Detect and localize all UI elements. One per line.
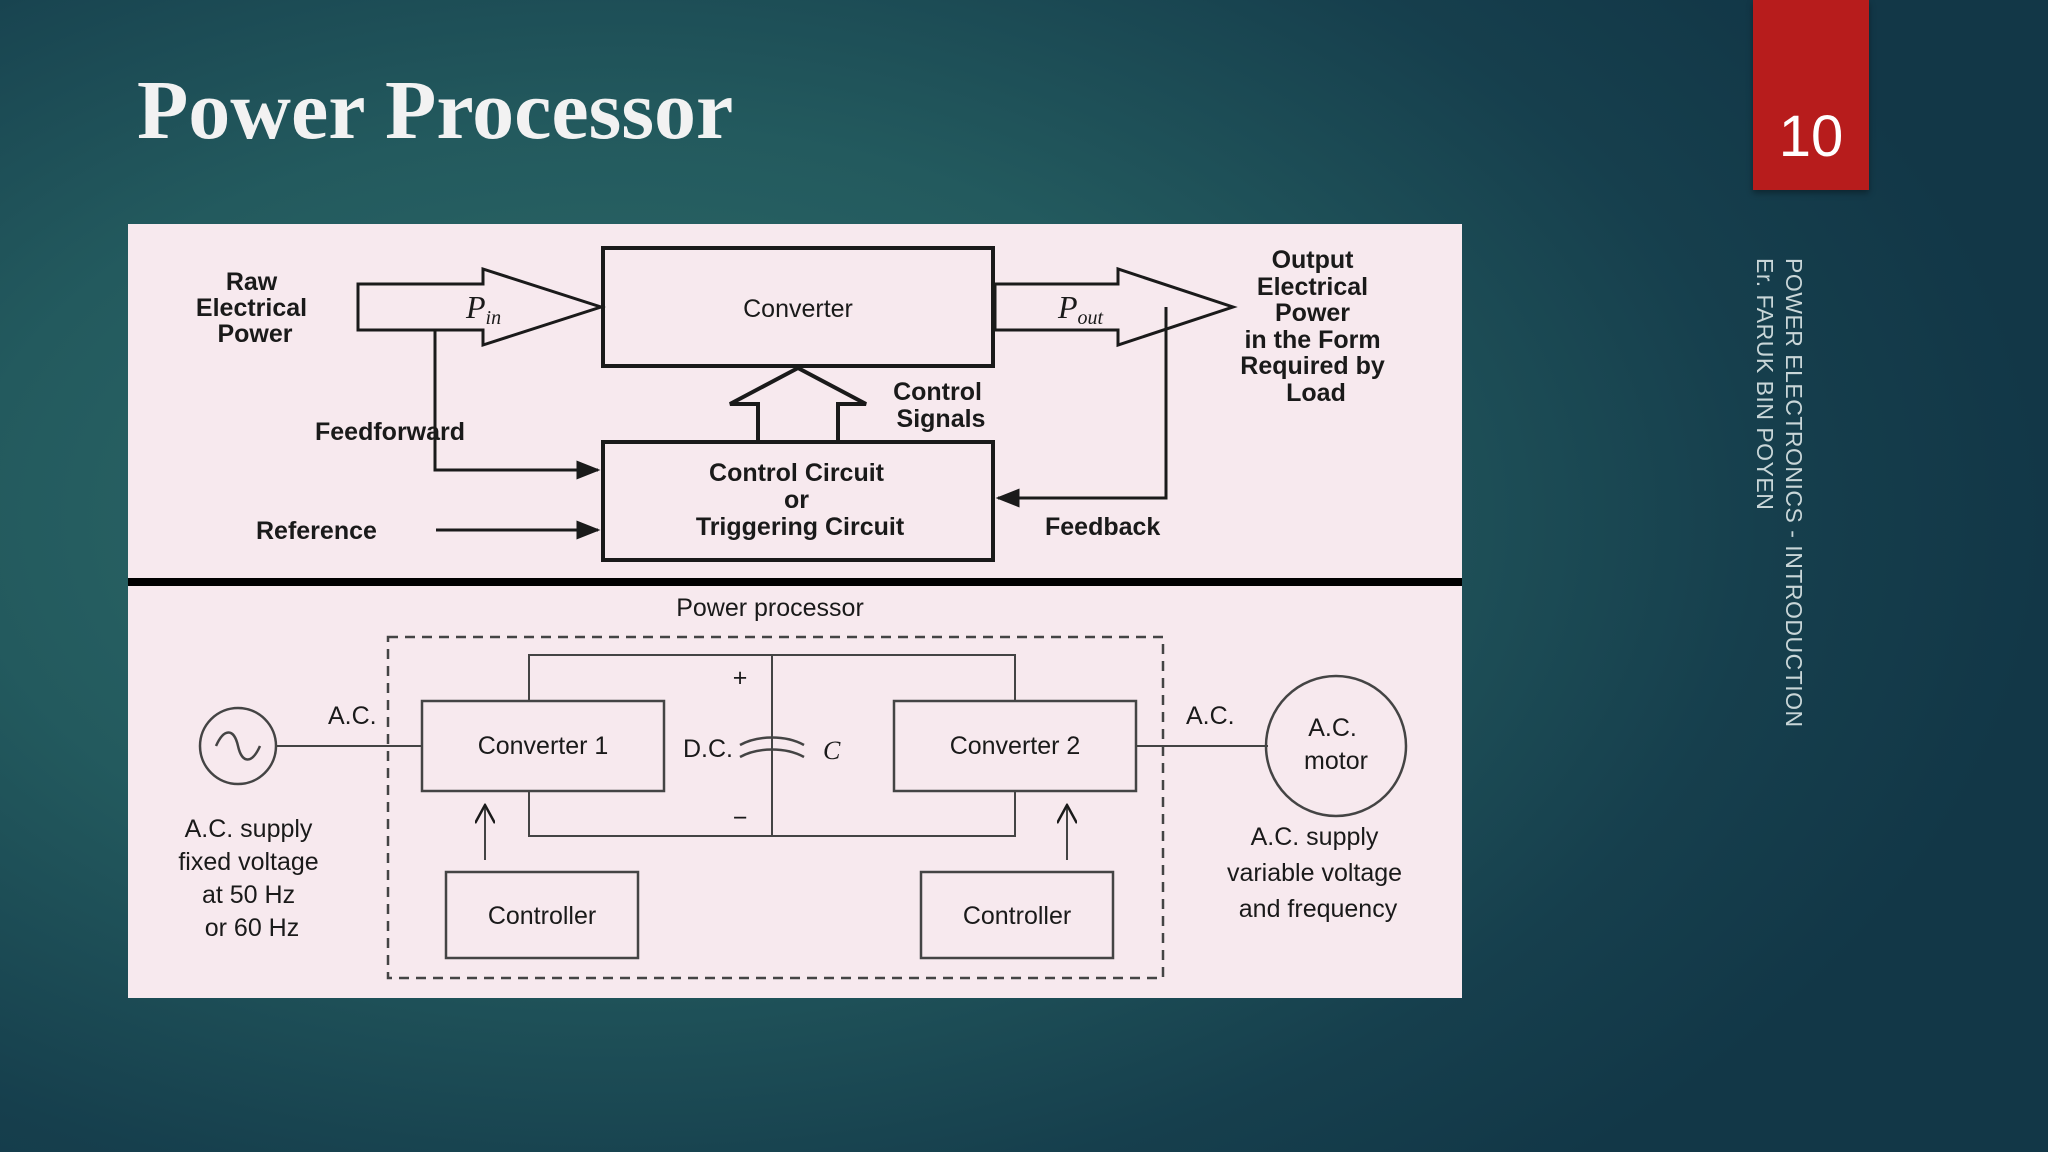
feedforward-label: Feedforward [315, 418, 465, 446]
p-in-arrow [356, 266, 606, 348]
control-circuit-line: Triggering Circuit [696, 513, 905, 541]
output-power-label: Output Electrical Power in the Form Requ… [1240, 246, 1391, 407]
sine-wave-icon [214, 731, 262, 761]
control-signals-line: Control [893, 378, 982, 406]
control-circuit-box [601, 440, 995, 562]
output-power-line: Output [1272, 246, 1355, 274]
control-circuit-label: Control Circuit or Triggering Circuit [696, 459, 905, 541]
raw-power-line: Power [217, 320, 292, 348]
capacitor-plate-bottom [739, 748, 805, 759]
power-processor-enclosure [386, 635, 1165, 980]
side-footer: POWER ELECTRONICS - INTRODUCTION Er. FAR… [1750, 258, 1808, 728]
output-power-line: Required by [1240, 352, 1385, 380]
supply-left-line: or 60 Hz [205, 914, 299, 942]
ac-right-label: A.C. [1186, 702, 1235, 730]
power-processor-diagram: Raw Electrical Power Pin Converter Pout … [128, 224, 1462, 998]
raw-power-line: Raw [226, 268, 278, 296]
supply-right-line: and frequency [1239, 895, 1398, 923]
feedforward-line [433, 330, 601, 480]
controller1-box [444, 870, 640, 960]
control-signals-label: Control Signals [893, 378, 989, 433]
raw-power-label: Raw Electrical Power [196, 268, 314, 348]
converter-label: Converter [743, 295, 853, 323]
footer-author: Er. FARUK BIN POYEN [1752, 258, 1778, 511]
slide-number-badge: 10 [1753, 0, 1869, 190]
slide-number: 10 [1778, 104, 1844, 169]
supply-right-line: variable voltage [1227, 859, 1402, 887]
control-circuit-line: Control Circuit [709, 459, 885, 487]
output-power-line: Electrical [1257, 273, 1368, 301]
reference-label: Reference [256, 517, 377, 545]
p-out-arrow [993, 266, 1238, 348]
motor-label: A.C. motor [1304, 714, 1368, 775]
controller2-box [919, 870, 1115, 960]
capacitor-label: C [823, 736, 841, 765]
supply-right-label: A.C. supply variable voltage and frequen… [1227, 823, 1409, 923]
supply-left-label: A.C. supply fixed voltage at 50 Hz or 60… [178, 815, 325, 942]
p-in-symbol: Pin [465, 289, 501, 329]
p-out-symbol: Pout [1057, 289, 1104, 329]
converter2-label: Converter 2 [950, 732, 1081, 760]
converter1-label: Converter 1 [478, 732, 609, 760]
raw-power-line: Electrical [196, 294, 307, 322]
control-circuit-line: or [784, 486, 809, 514]
motor-icon [1264, 674, 1408, 818]
motor-label-line: A.C. [1308, 714, 1357, 742]
slide-title: Power Processor [137, 64, 734, 157]
supply-left-line: at 50 Hz [202, 881, 295, 909]
supply-left-line: A.C. supply [185, 815, 313, 843]
control-signals-line: Signals [897, 405, 986, 433]
minus-sign: − [733, 804, 748, 832]
controller1-label: Controller [488, 902, 596, 930]
converter1-box [420, 699, 666, 793]
dc-label: D.C. [683, 735, 733, 763]
power-processor-label: Power processor [676, 594, 864, 622]
supply-left-line: fixed voltage [178, 848, 318, 876]
output-power-line: Load [1286, 379, 1346, 407]
output-power-line: Power [1275, 299, 1350, 327]
supply-right-line: A.C. supply [1251, 823, 1379, 851]
capacitor-plate-top [739, 736, 805, 747]
controller2-label: Controller [963, 902, 1071, 930]
diagram-svg: Raw Electrical Power Pin Converter Pout … [128, 246, 1462, 980]
footer-course: POWER ELECTRONICS - INTRODUCTION [1781, 258, 1807, 728]
plus-sign: + [733, 664, 748, 692]
feedback-line [995, 307, 1168, 508]
ac-left-label: A.C. [328, 702, 377, 730]
control-signals-arrow [729, 365, 867, 442]
output-power-line: in the Form [1244, 326, 1380, 354]
feedback-label: Feedback [1045, 513, 1160, 541]
motor-label-line: motor [1304, 747, 1368, 775]
